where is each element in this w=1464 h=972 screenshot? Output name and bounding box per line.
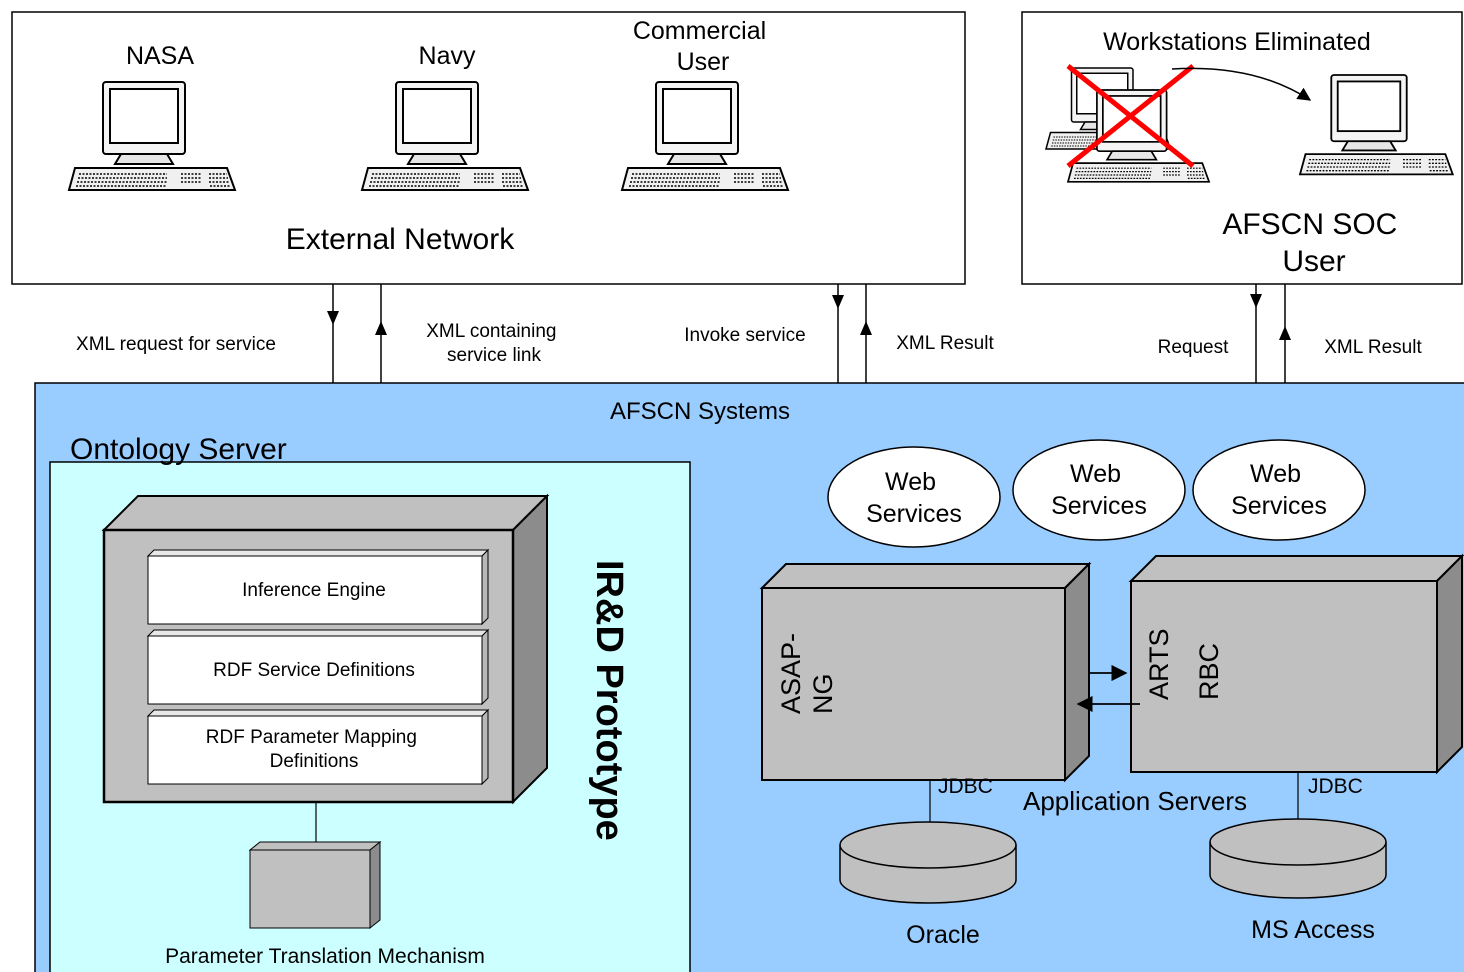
jdbc-label-2: JDBC [1308,775,1363,798]
application-servers-label: Application Servers [1023,786,1247,816]
ontology-server-label: Ontology Server [70,433,287,466]
soc-user-label: AFSCN SOC User [1222,208,1405,278]
module-rdf-parameter-mapping: RDF Parameter Mapping Definitions [146,708,490,786]
web-services-label: Web Services [1231,460,1327,520]
web-services-label: Web Services [866,468,962,528]
jdbc-label-1: JDBC [938,775,993,798]
module-label: RDF Service Definitions [213,660,415,681]
module-rdf-service-definitions: RDF Service Definitions [146,628,490,706]
replacement-arrow [1171,67,1312,101]
commercial-user-label: Commercial User [633,17,773,76]
asap-ng-label: ASAP- NG [776,625,838,714]
ms-access-label: MS Access [1251,916,1375,944]
xml-result-label-2: XML Result [1324,337,1422,358]
module-inference-engine: Inference Engine [146,548,490,626]
arts-rbc-label: ARTS RBC [1144,621,1224,700]
web-services-2: Web Services [1012,439,1186,541]
web-services-3: Web Services [1192,439,1366,541]
xml-request-label: XML request for service [76,334,276,355]
translation-label: Parameter Translation Mechanism [165,945,485,968]
translation-box [248,840,382,930]
oracle-label: Oracle [906,921,980,949]
module-label: RDF Parameter Mapping Definitions [206,727,422,772]
asap-ng-server [759,561,1092,783]
web-services-1: Web Services [827,446,1001,548]
web-services-label: Web Services [1051,460,1147,520]
workstations-eliminated-label: Workstations Eliminated [1103,28,1371,56]
xml-result-label-1: XML Result [896,333,994,354]
afscn-systems-label: AFSCN Systems [610,398,790,425]
module-label: Inference Engine [242,580,386,601]
request-label: Request [1158,337,1229,358]
arts-rbc-server [1128,553,1464,775]
xml-containing-label: XML containing service link [426,321,562,366]
external-network-label: External Network [286,223,515,256]
cross-icon [1066,64,1195,168]
oracle-database-icon [839,821,1017,904]
prototype-label: IR&D Prototype [588,560,630,841]
invoke-service-label: Invoke service [684,325,805,346]
navy-label: Navy [419,42,476,70]
nasa-label: NASA [126,42,194,70]
ms-access-database-icon [1209,818,1387,899]
